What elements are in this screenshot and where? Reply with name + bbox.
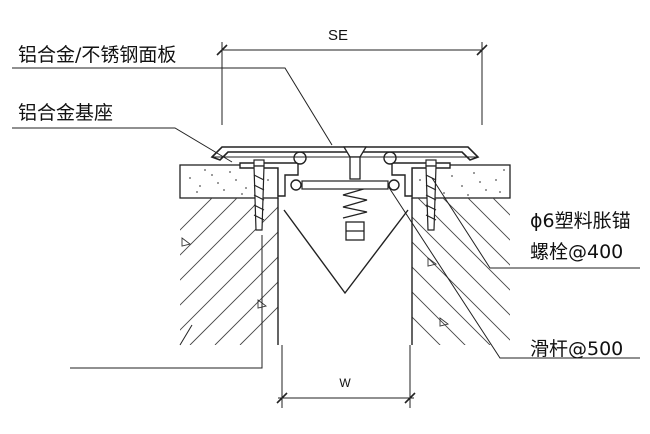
cover-plate (210, 146, 480, 161)
left-base-seat (239, 151, 307, 197)
center-screw (342, 146, 368, 241)
right-anchor-bolt (425, 159, 437, 231)
slide-bar (301, 180, 389, 190)
cover-plate-label: 铝合金/不锈钢面板 (18, 44, 177, 66)
base-seat-label: 铝合金基座 (18, 102, 114, 124)
anchor-bolt-label-line1: ϕ6塑料胀锚 (530, 210, 631, 232)
w-dimension (276, 345, 416, 408)
right-substrate (411, 198, 510, 345)
se-dimension-label: SE (328, 27, 348, 44)
anchor-bolt-label-line2: 螺栓@400 (530, 241, 624, 263)
slide-bar-label: 滑杆@500 (530, 338, 624, 360)
right-base-seat (383, 151, 451, 197)
left-anchor-bolt (253, 159, 265, 231)
v-membrane (283, 209, 409, 295)
leader-lines (12, 67, 640, 369)
se-dimension (216, 42, 488, 125)
w-dimension-label: W (339, 376, 351, 390)
